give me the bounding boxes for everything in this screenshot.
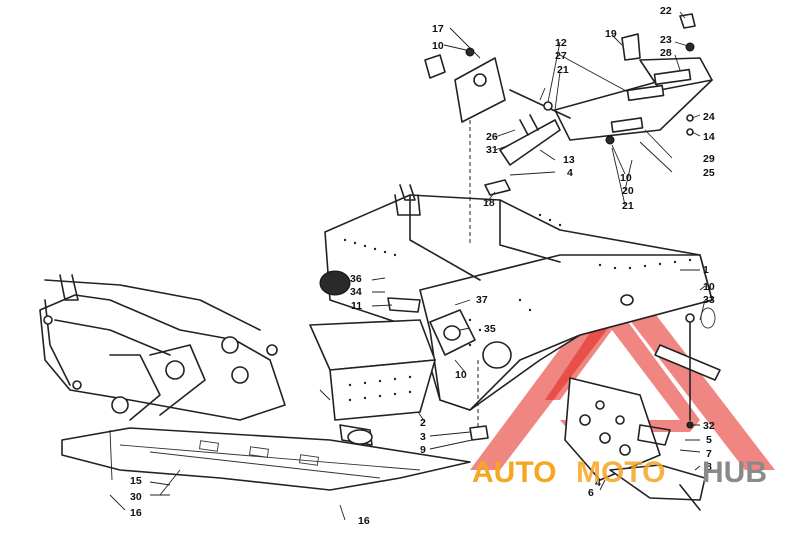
callout-35: 35 xyxy=(484,323,496,335)
callout-11: 11 xyxy=(351,300,362,312)
callout-36: 36 xyxy=(350,273,362,285)
callout-10c: 10 xyxy=(703,281,715,293)
callout-6: 6 xyxy=(588,487,594,499)
bracket-assembly xyxy=(387,297,476,356)
callout-37: 37 xyxy=(476,294,488,306)
callout-14: 14 xyxy=(703,131,715,143)
callout-22: 22 xyxy=(660,5,672,17)
chassis-tunnel xyxy=(319,184,713,411)
callout-30: 30 xyxy=(130,491,142,503)
hardware-rod xyxy=(654,307,721,429)
callout-34: 34 xyxy=(350,286,362,298)
callouts: 1 2 3 4 5 6 7 8 9 10 10 10 10 11 12 13 1… xyxy=(109,5,715,527)
footrest-bracket xyxy=(564,377,706,511)
watermark-moto: MOTO xyxy=(576,456,665,489)
callout-19: 19 xyxy=(605,28,617,40)
watermark-auto: AUTO xyxy=(472,456,556,489)
callout-26: 26 xyxy=(486,131,498,143)
callout-4a: 4 xyxy=(567,167,573,179)
callout-3: 3 xyxy=(420,431,426,443)
callout-31: 31 xyxy=(486,144,498,156)
callout-5: 5 xyxy=(706,434,712,446)
callout-17: 17 xyxy=(432,23,444,35)
callout-29: 29 xyxy=(703,153,715,165)
callout-23: 23 xyxy=(660,34,672,46)
callout-24: 24 xyxy=(703,111,715,123)
callout-18: 18 xyxy=(483,197,495,209)
callout-16b: 16 xyxy=(358,515,370,527)
callout-20: 20 xyxy=(622,185,634,197)
callout-12: 12 xyxy=(555,37,567,49)
callout-21a: 21 xyxy=(557,64,569,76)
callout-9: 9 xyxy=(420,444,426,456)
callout-28: 28 xyxy=(660,47,672,59)
callout-10d: 10 xyxy=(455,369,467,381)
callout-1: 1 xyxy=(703,264,709,276)
callout-8: 8 xyxy=(706,461,712,473)
callout-25: 25 xyxy=(703,167,715,179)
watermark-hub: HUB xyxy=(702,456,767,489)
callout-21b: 21 xyxy=(622,200,634,212)
watermark-text: AUTO MOTO HUB xyxy=(472,456,767,489)
callout-2: 2 xyxy=(420,417,426,429)
tray-assembly xyxy=(309,319,436,446)
console-assembly xyxy=(509,13,713,145)
front-frame xyxy=(39,274,286,421)
callout-4b: 4 xyxy=(595,477,601,489)
callout-16a: 16 xyxy=(130,507,142,519)
callout-7: 7 xyxy=(706,448,712,460)
callout-27: 27 xyxy=(555,50,567,62)
callout-15: 15 xyxy=(130,475,142,487)
callout-32: 32 xyxy=(703,420,715,432)
callout-33: 33 xyxy=(703,294,715,306)
callout-10a: 10 xyxy=(432,40,444,52)
callout-13: 13 xyxy=(563,154,575,166)
callout-10b: 10 xyxy=(620,172,632,184)
belly-pan xyxy=(61,427,471,491)
